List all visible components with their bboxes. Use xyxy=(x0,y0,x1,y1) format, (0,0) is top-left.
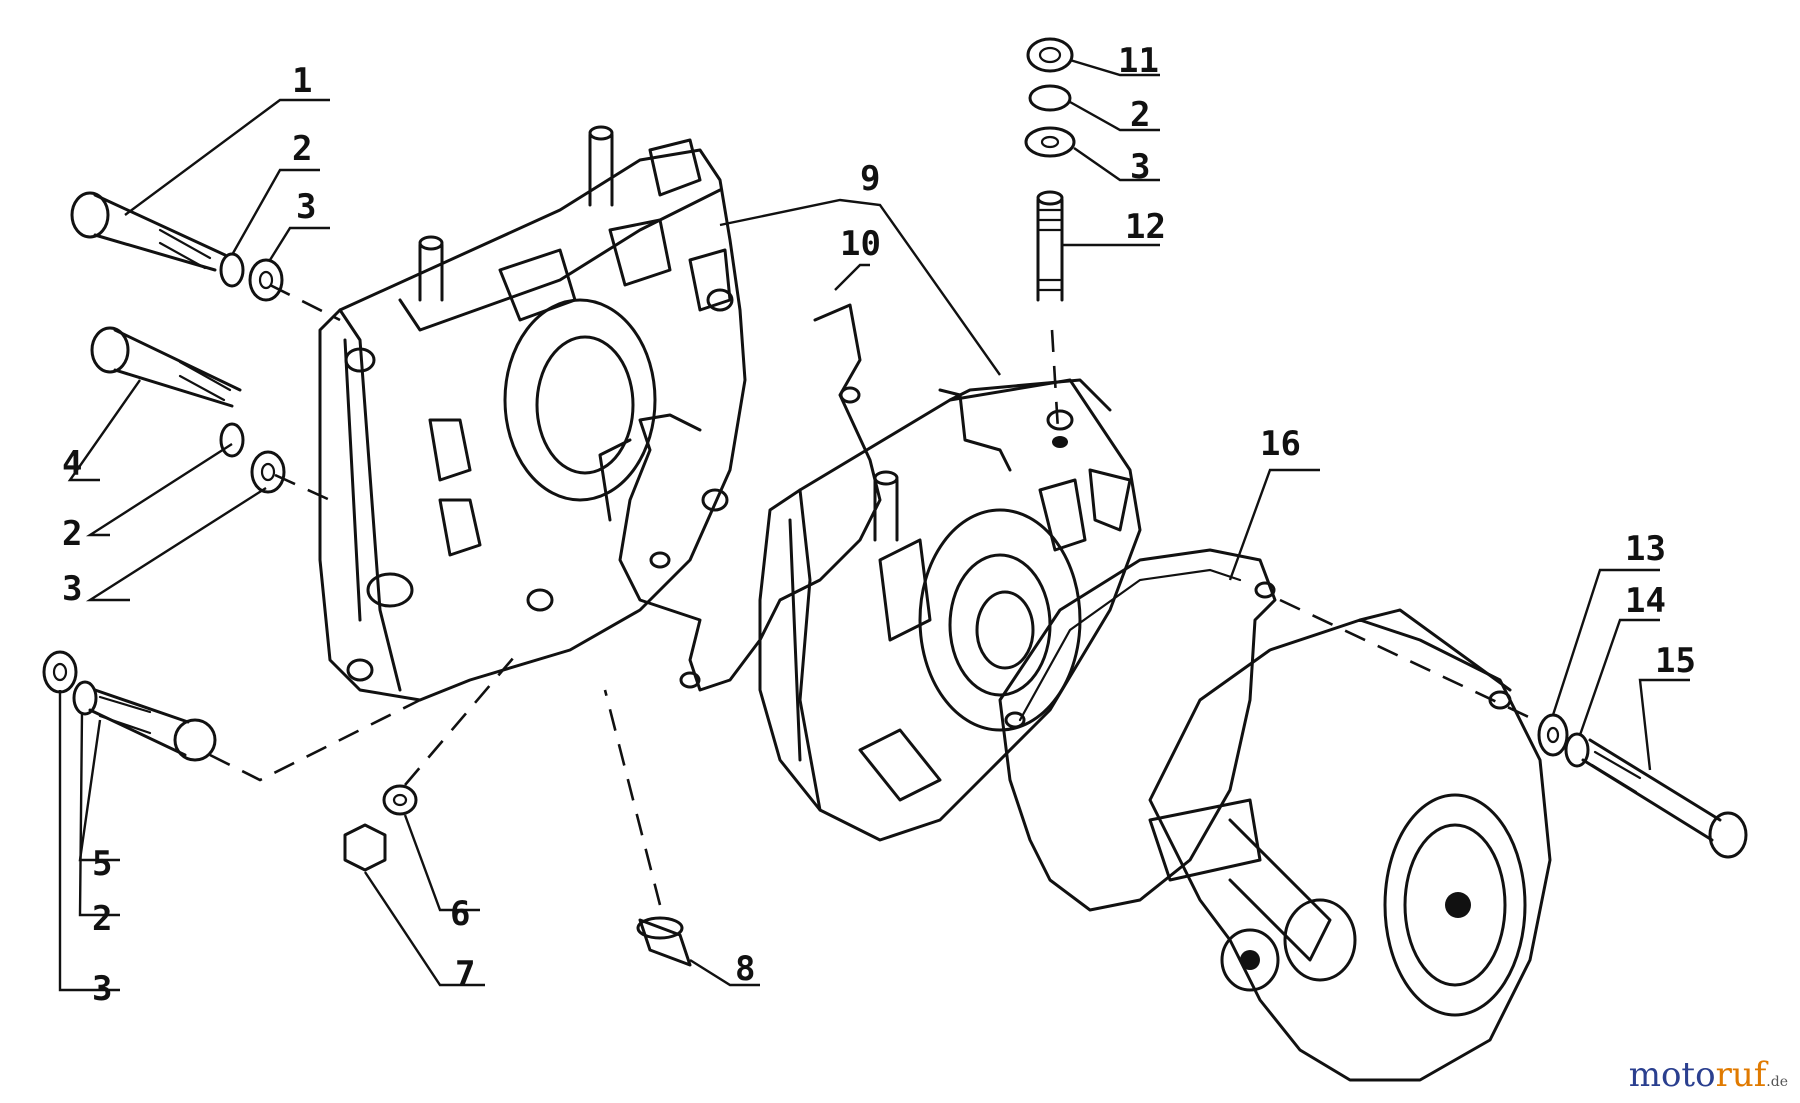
bolt-5 xyxy=(88,688,217,762)
cover-gasket xyxy=(998,548,1277,912)
lockwasher-2d xyxy=(1028,84,1072,112)
callout-3b: 3 xyxy=(62,569,82,609)
crankcase-gasket xyxy=(598,303,882,692)
callout-6: 6 xyxy=(450,894,470,934)
watermark-main: moto xyxy=(1628,1055,1716,1095)
callout-2b: 2 xyxy=(62,514,82,554)
watermark-logo: motoruf.de xyxy=(1629,1055,1788,1095)
callout-13: 13 xyxy=(1625,529,1666,569)
callout-2c: 2 xyxy=(92,899,112,939)
callout-5: 5 xyxy=(92,844,112,884)
callout-3c: 3 xyxy=(92,969,112,1009)
callout-3d: 3 xyxy=(1130,147,1150,187)
watermark-accent: ruf xyxy=(1715,1055,1767,1095)
callout-16: 16 xyxy=(1260,424,1301,464)
bolt-4 xyxy=(90,326,242,408)
washer-3d xyxy=(1024,126,1076,158)
washer-3a xyxy=(248,258,284,302)
callout-7: 7 xyxy=(455,954,475,994)
bolt-15 xyxy=(1581,738,1748,859)
lockwasher-2c xyxy=(72,680,98,716)
leader-lines xyxy=(58,58,1690,992)
callout-3a: 3 xyxy=(296,187,316,227)
callout-2d: 2 xyxy=(1130,95,1150,135)
lockwasher-2a xyxy=(219,252,245,288)
watermark-tld: .de xyxy=(1766,1074,1788,1090)
left-crankcase-half xyxy=(318,125,747,702)
starter-cover xyxy=(1148,608,1552,1082)
callout-labels: 1 2 3 4 2 3 5 2 3 6 7 8 9 10 11 2 3 12 1… xyxy=(62,41,1696,1009)
callout-2a: 2 xyxy=(292,129,312,169)
washer-3b xyxy=(250,450,286,494)
bolt-1 xyxy=(70,191,227,272)
callout-9: 9 xyxy=(860,159,880,199)
assembly-lines xyxy=(209,283,1536,906)
callout-15: 15 xyxy=(1655,641,1696,681)
callout-14: 14 xyxy=(1625,581,1666,621)
nut-11 xyxy=(1026,37,1074,73)
lockwasher-2b xyxy=(219,422,245,458)
callout-1: 1 xyxy=(292,61,312,101)
callout-10: 10 xyxy=(840,224,881,264)
washer-6 xyxy=(382,784,418,816)
callout-8: 8 xyxy=(735,949,755,989)
callout-11: 11 xyxy=(1118,41,1159,81)
lockwasher-14 xyxy=(1564,732,1590,768)
right-crankcase-half xyxy=(758,378,1142,842)
washer-3c xyxy=(42,650,78,694)
nut-7 xyxy=(343,823,387,872)
stud-12 xyxy=(1036,190,1064,302)
callout-4: 4 xyxy=(62,444,82,484)
dowel-pin-8 xyxy=(636,916,692,967)
washer-13 xyxy=(1537,713,1569,757)
callout-12: 12 xyxy=(1125,207,1166,247)
